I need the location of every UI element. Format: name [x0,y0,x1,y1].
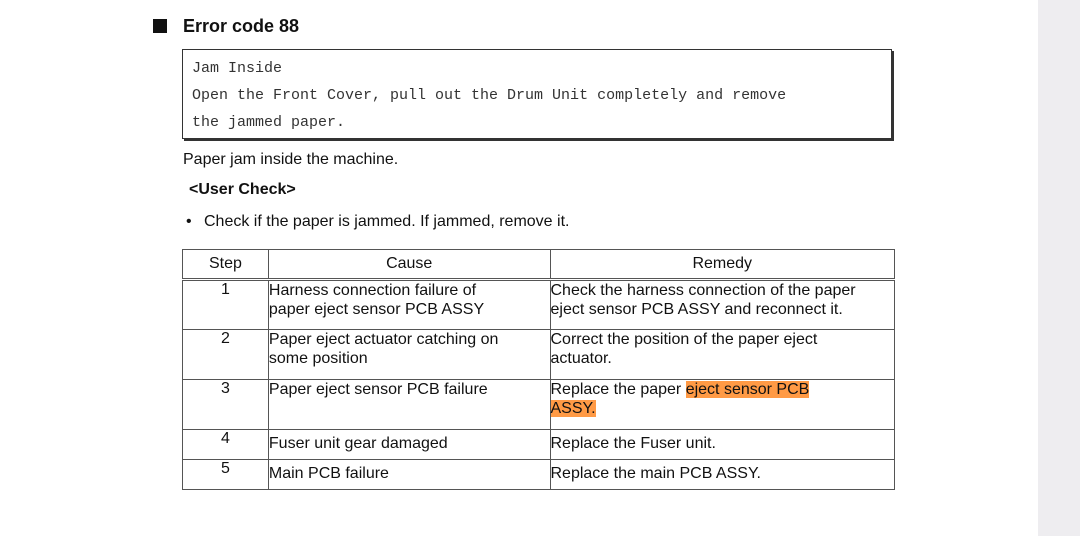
step-cell: 2 [182,329,269,380]
cause-cell: Harness connection failure of paper ejec… [267,279,551,330]
table-row: 1 Harness connection failure of paper ej… [182,279,895,330]
error-message-box: Jam Inside Open the Front Cover, pull ou… [182,49,892,139]
remedy-line: eject sensor PCB ASSY and reconnect it. [550,301,843,318]
step-cell: 1 [182,279,269,330]
header-cause: Cause [267,249,551,281]
cause-line: some position [268,350,368,367]
section-heading: Error code 88 [153,14,299,38]
remedy-line: Replace the paper eject sensor PCB [551,380,895,399]
remedy-cell: Replace the Fuser unit. [549,429,895,460]
cause-line: Paper eject actuator catching on [268,331,499,348]
table-header-row: Step Cause Remedy [182,249,895,281]
step-cell: 5 [182,459,269,490]
cause-line: Harness connection failure of [268,282,477,299]
remedy-line: Correct the position of the paper eject [550,331,818,348]
error-description: Paper jam inside the machine. [183,151,399,168]
page-gutter [1038,0,1080,536]
remedy-table: Step Cause Remedy 1 Harness connection f… [182,249,895,490]
remedy-cell: Replace the main PCB ASSY. [549,459,895,490]
cause-line: paper eject sensor PCB ASSY [268,301,485,318]
step-cell: 3 [182,379,269,430]
remedy-cell: Correct the position of the paper eject … [549,329,895,380]
user-check-label: <User Check> [189,181,296,198]
remedy-line: Check the harness connection of the pape… [550,282,856,299]
remedy-cell: Replace the paper eject sensor PCB ASSY. [549,379,895,430]
remedy-line: ASSY. [550,399,895,418]
cause-line: Paper eject sensor PCB failure [268,381,488,398]
message-line-2: Open the Front Cover, pull out the Drum … [192,87,787,104]
header-step: Step [182,249,269,281]
cause-cell: Paper eject sensor PCB failure [267,379,551,430]
cause-cell: Main PCB failure [267,459,551,490]
cause-cell: Fuser unit gear damaged [267,429,551,460]
remedy-line: actuator. [550,350,612,367]
black-square-icon [153,19,167,33]
step-cell: 4 [182,429,269,460]
table-row: 3 Paper eject sensor PCB failure Replace… [182,379,895,430]
table-row: 2 Paper eject actuator catching on some … [182,329,895,380]
table-row: 5 Main PCB failure Replace the main PCB … [182,459,895,490]
bullet-item: • Check if the paper is jammed. If jamme… [186,213,569,231]
heading-text: Error code 88 [183,15,300,36]
cause-cell: Paper eject actuator catching on some po… [267,329,551,380]
message-line-3: the jammed paper. [192,114,346,131]
remedy-cell: Check the harness connection of the pape… [549,279,895,330]
bullet-text: Check if the paper is jammed. If jammed,… [204,213,570,230]
highlighted-text: eject sensor PCB [685,381,810,398]
remedy-text: Replace the paper [550,381,686,398]
message-line-1: Jam Inside [192,60,283,77]
table-row: 4 Fuser unit gear damaged Replace the Fu… [182,429,895,460]
bullet-dot-icon: • [186,213,192,230]
highlighted-text: ASSY. [550,400,596,417]
header-remedy: Remedy [549,249,895,281]
